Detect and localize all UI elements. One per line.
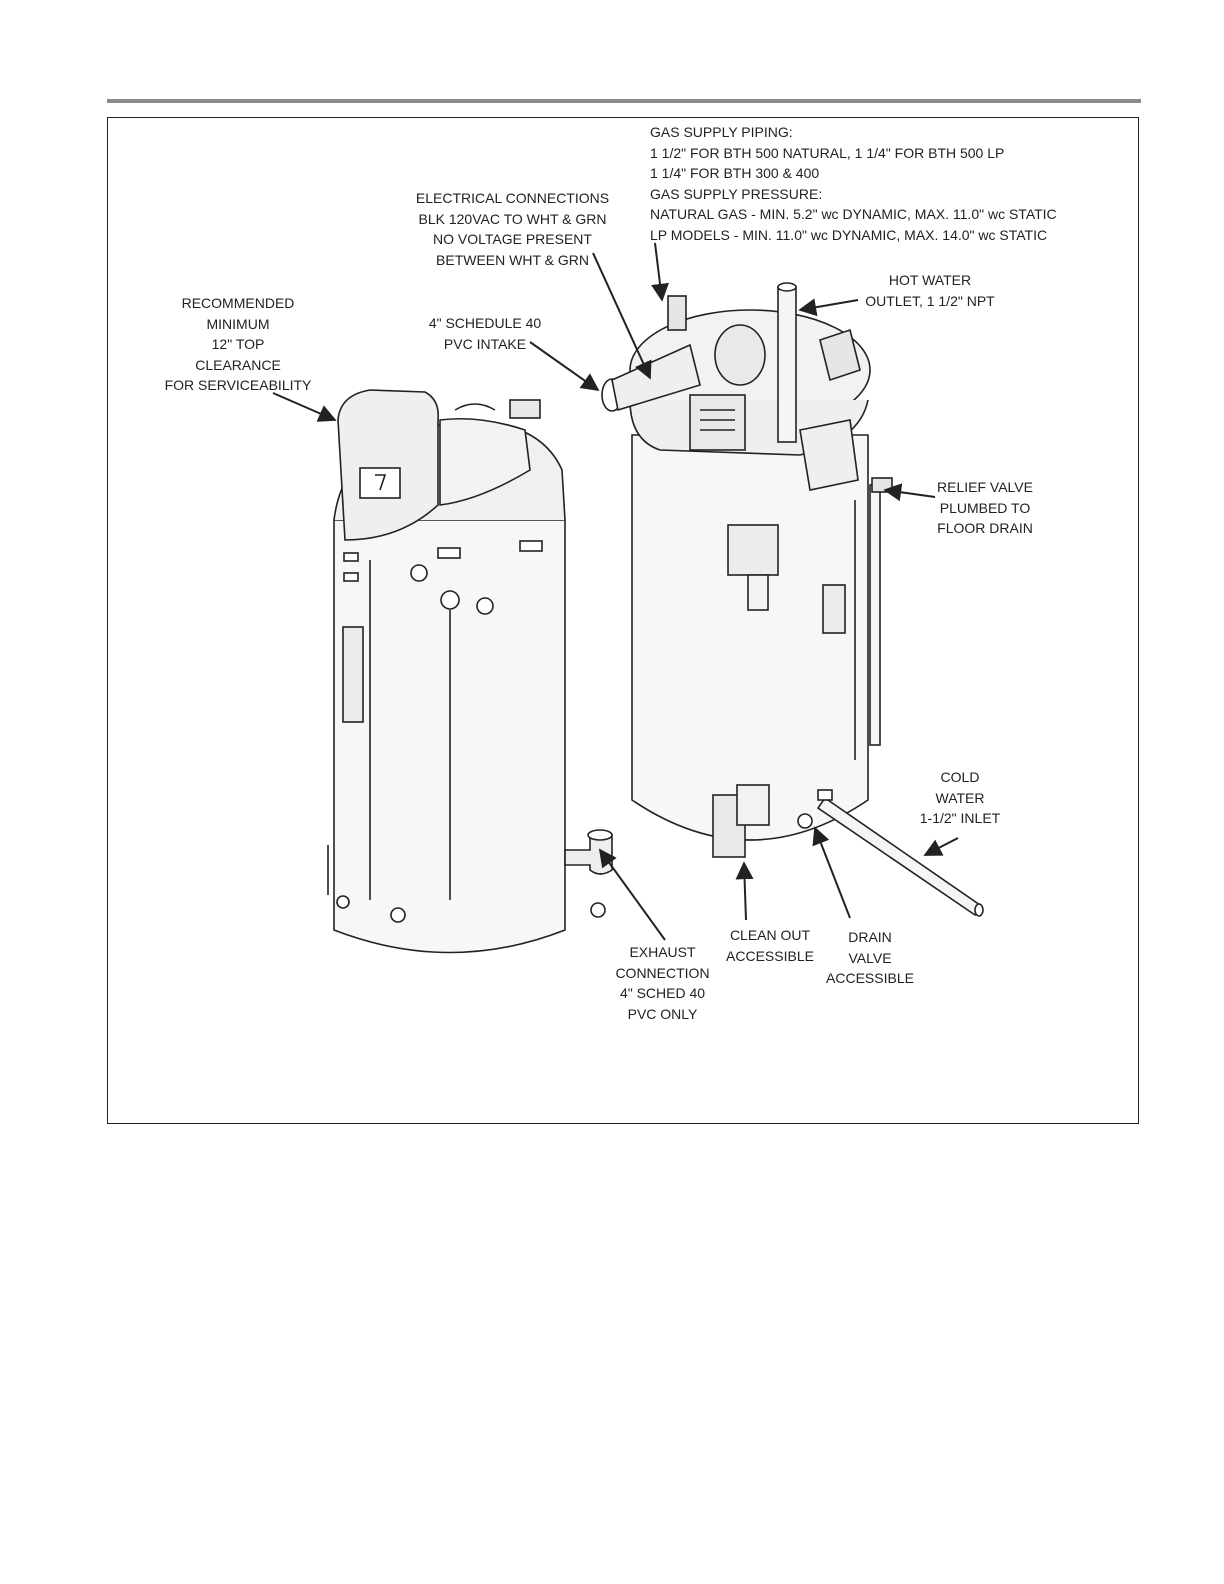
figure-frame — [107, 117, 1139, 1124]
drain-valve-label: DRAIN VALVE ACCESSIBLE — [826, 929, 914, 986]
top-clearance-label: RECOMMENDED MINIMUM 12" TOP CLEARANCE FO… — [164, 295, 312, 393]
clean-out-label: CLEAN OUT ACCESSIBLE — [726, 927, 814, 964]
electrical-connections-label: ELECTRICAL CONNECTIONS BLK 120VAC TO WHT… — [415, 190, 610, 268]
gas-supply-label: GAS SUPPLY PIPING: 1 1/2" FOR BTH 500 NA… — [650, 124, 1057, 243]
cold-water-inlet-label: COLD WATER 1-1/2" INLET — [919, 769, 1001, 826]
pvc-intake-label: 4" SCHEDULE 40 PVC INTAKE — [428, 315, 542, 352]
left-water-heater — [327, 389, 613, 954]
top-rule — [107, 99, 1141, 103]
leader-lines — [272, 242, 959, 941]
exhaust-connection-label: EXHAUST CONNECTION 4" SCHED 40 PVC ONLY — [615, 944, 710, 1022]
hot-water-outlet-label: HOT WATER OUTLET, 1 1/2" NPT — [865, 272, 995, 309]
relief-valve-label: RELIEF VALVE PLUMBED TO FLOOR DRAIN — [937, 479, 1033, 536]
right-water-heater — [601, 282, 984, 917]
